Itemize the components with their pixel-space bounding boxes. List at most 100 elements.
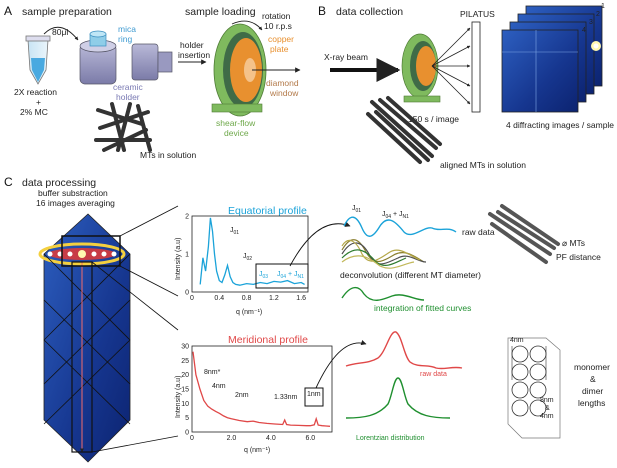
zoom-line-mer-top [91,261,179,331]
fit-j01-label: J01 [352,205,361,214]
stack-number-1: 1 [601,3,605,10]
equatorial-title: Equatorial profile [228,205,307,217]
images-averaging-label: 16 images averaging [36,198,115,208]
ceramic-holder-icon [79,30,117,85]
pilatus-label: PILATUS [460,9,495,19]
lattice-model-icon [507,337,561,439]
copper-label-2: plate [270,44,289,54]
reaction-label-2: 2% MC [20,107,48,117]
mer-y-tick-0: 0 [185,430,189,437]
equatorial-series-line [199,217,305,286]
meridional-frame [191,345,333,433]
deconvolution-label: deconvolution (different MT diameter) [340,270,481,280]
panel-b: B data collection PILATUS X-ray beam 150… [318,3,614,170]
aligned-mts-label: aligned MTs in solution [440,160,526,170]
eq-x-tick-4: 1.6 [296,295,306,302]
diffraction-stack [501,5,603,113]
mica-label-2: ring [118,34,132,44]
panel-c: C data processing buffer substraction 16… [4,175,610,463]
eq-y-tick-0: 0 [185,290,189,297]
mer-x-label: q (nm⁻¹) [244,447,270,454]
integration-label: integration of fitted curves [374,303,471,313]
panel-c-letter: C [4,175,13,189]
meridional-fitting: raw data Lorentzian distribution [345,331,463,442]
mts-in-solution-label: MTs in solution [140,150,196,160]
copper-label-1: copper [268,34,294,44]
device-b-icon [401,33,441,103]
sample-preparation-title: sample preparation [22,6,112,18]
mer-label-1nm: 1nm [307,391,321,398]
meridional-title: Meridional profile [228,334,308,346]
xray-beam-label: X-ray beam [324,52,368,62]
diamond-label-1: diamond [266,78,299,88]
ampersand-label: & [590,374,596,384]
pipette-arrow [43,26,79,41]
mer-label-1-33nm: 1.33nm [274,394,298,401]
panel-a-letter: A [4,4,12,18]
pf-distance-label: PF distance [556,252,601,262]
diamond-label-2: window [269,88,299,98]
lorentzian-label: Lorentzian distribution [356,435,425,442]
eq-y-tick-2: 2 [185,214,189,221]
raw-data-mer-curve [345,331,463,370]
mer-to-fit-arrow [315,339,367,389]
dimer-label: dimer [582,386,603,396]
stack-number-4: 4 [582,27,586,34]
eq-j01-label: J01 [230,227,239,236]
eq-y-tick-1: 1 [185,252,189,259]
aligned-mts-b-icon [366,96,442,164]
shear-flow-device-icon [211,23,267,117]
stack-number-3: 3 [589,19,593,26]
mer-x-tick-3: 6.0 [305,435,315,442]
ceramic-label-1: ceramic [113,82,144,92]
buffer-subtraction-label: buffer substraction [38,188,108,198]
reaction-label-1: 2X reaction [14,87,57,97]
stack-number-2: 2 [596,11,600,18]
data-processing-title: data processing [22,177,96,189]
data-collection-title: data collection [336,6,403,18]
mica-label-1: mica [118,24,136,34]
mer-y-tick-4: 20 [181,372,189,379]
lattice-amp: & [545,405,550,412]
eq-x-tick-3: 1.2 [269,295,279,302]
lorentzian-curve [345,377,451,419]
mer-label-4nm: 4nm [212,383,226,390]
eq-x-tick-0: 0 [190,295,194,302]
integration-curve [341,287,425,301]
equatorial-fitting: J01 J04 + JN1 raw data deconvolution (di… [340,205,495,313]
lattice-4nm-top: 4nm [510,337,524,344]
aligned-mts-c-icon [488,204,560,264]
shear-label-2: device [224,128,249,138]
rotation-label-1: rotation [262,11,291,21]
panel-a: A sample preparation sample loading 80μl… [4,4,301,160]
monomer-label: monomer [574,362,610,372]
eppendorf-tube-icon [25,35,51,85]
mer-y-tick-1: 5 [185,415,189,422]
eq-to-fit-arrow [289,221,351,267]
zoom-line-eq-top [119,205,179,237]
eq-y-label: Intensity (a.u) [175,238,182,280]
mer-x-tick-0: 0 [190,435,194,442]
mer-y-label: Intensity (a.u) [175,376,182,418]
shear-label-1: shear-flow [216,118,256,128]
pilatus-detector [471,21,481,113]
ceramic-label-2: holder [116,92,140,102]
raw-data-eq-curve [343,216,457,237]
eq-x-tick-2: 0.8 [242,295,252,302]
deconvolution-curves [341,239,427,269]
equatorial-frame [191,215,309,293]
sample-loading-title: sample loading [185,6,256,18]
holder-side-icon [131,43,173,81]
rotation-arrow [231,20,263,31]
exposure-label: 150 s / image [408,114,459,124]
mer-x-tick-2: 4.0 [266,435,276,442]
eq-j02-label: J02 [243,253,252,262]
reaction-plus: + [36,97,41,107]
mer-y-tick-3: 15 [181,387,189,394]
diffracting-images-label: 4 diffracting images / sample [506,120,614,130]
meridional-series-line [192,351,331,427]
